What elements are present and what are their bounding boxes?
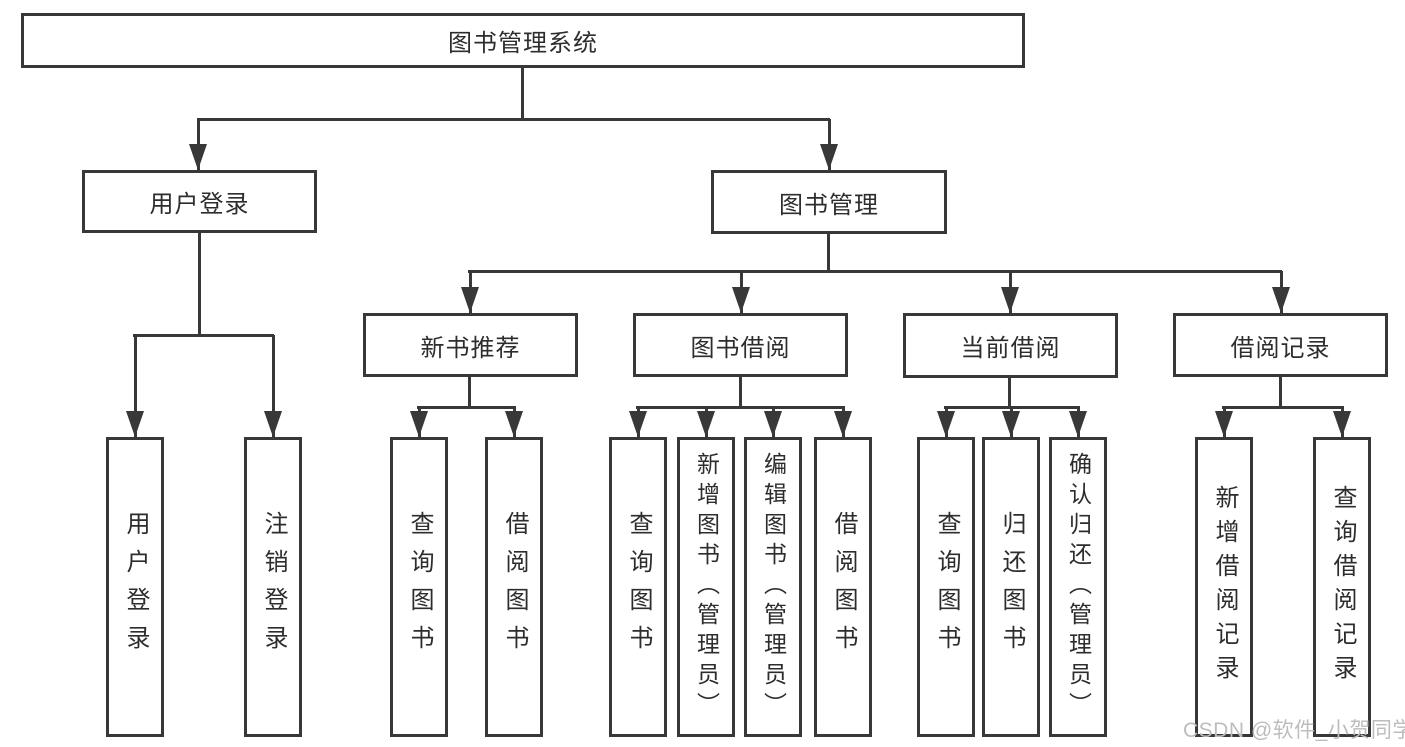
connector-to-leaf-logout: [272, 335, 275, 437]
connector-book-management-bus: [468, 270, 1282, 273]
leaf-edit-books-admin: 编辑图书（管理员）: [744, 437, 802, 737]
leaf-query-books-3-label: 查询图书: [933, 511, 960, 663]
leaf-add-borrow-record-label: 新增借阅记录: [1211, 485, 1238, 689]
connector-new-book-bus: [417, 406, 516, 409]
node-current-borrowing-label: 当前借阅: [960, 335, 1061, 362]
leaf-logout: 注销登录: [244, 437, 302, 737]
arrow-down-icon: [1215, 411, 1233, 437]
arrow-down-icon: [1002, 411, 1020, 437]
arrow-down-icon: [505, 411, 523, 437]
leaf-return-books-label: 归还图书: [998, 511, 1025, 663]
node-user-login: 用户登录: [82, 170, 317, 233]
leaf-return-books: 归还图书: [982, 437, 1040, 737]
arrow-down-icon: [461, 287, 479, 313]
arrow-down-icon: [834, 411, 852, 437]
leaf-confirm-return-admin: 确认归还（管理员）: [1049, 437, 1107, 737]
leaf-add-borrow-record: 新增借阅记录: [1195, 437, 1253, 737]
arrow-down-icon: [937, 411, 955, 437]
leaf-query-borrow-record-label: 查询借阅记录: [1329, 485, 1356, 689]
node-new-book-recommend: 新书推荐: [363, 313, 578, 377]
arrow-down-icon: [189, 144, 207, 170]
connector-user-login-bus: [133, 334, 274, 337]
leaf-query-books-2: 查询图书: [609, 437, 667, 737]
connector-root-bus: [197, 118, 830, 121]
leaf-borrow-books-2-label: 借阅图书: [830, 511, 857, 663]
node-root-label: 图书管理系统: [448, 30, 598, 57]
connector-to-leaf-user-login: [134, 335, 137, 437]
leaf-borrow-books-1: 借阅图书: [485, 437, 543, 737]
node-borrow-records: 借阅记录: [1173, 313, 1388, 377]
node-book-management: 图书管理: [711, 170, 947, 234]
node-book-borrowing: 图书借阅: [633, 313, 848, 377]
node-borrow-records-label: 借阅记录: [1230, 334, 1331, 362]
csdn-watermark: CSDN @软件_小贺同学: [1183, 719, 1405, 742]
node-book-management-label: 图书管理: [779, 191, 879, 219]
leaf-query-books-1-label: 查询图书: [406, 511, 433, 663]
connector-root-stem: [521, 68, 524, 121]
connector-book-management-stem: [827, 234, 830, 272]
arrow-down-icon: [820, 144, 838, 170]
connector-new-book-stem: [468, 377, 471, 408]
leaf-confirm-return-admin-label: 确认归还（管理员）: [1065, 452, 1092, 722]
arrow-down-icon: [1001, 287, 1019, 313]
leaf-user-login: 用户登录: [106, 437, 164, 737]
arrow-down-icon: [697, 411, 715, 437]
node-user-login-label: 用户登录: [149, 191, 250, 218]
leaf-borrow-books-2: 借阅图书: [814, 437, 872, 737]
node-current-borrowing: 当前借阅: [903, 313, 1118, 378]
leaf-add-books-admin: 新增图书（管理员）: [677, 437, 735, 737]
arrow-down-icon: [1069, 411, 1087, 437]
arrow-down-icon: [264, 411, 282, 437]
leaf-query-books-3: 查询图书: [917, 437, 975, 737]
leaf-borrow-books-1-label: 借阅图书: [501, 511, 528, 663]
connector-borrow-records-stem: [1279, 377, 1282, 408]
arrow-down-icon: [1272, 287, 1290, 313]
arrow-down-icon: [410, 411, 428, 437]
connector-user-login-stem: [198, 233, 201, 337]
leaf-edit-books-admin-label: 编辑图书（管理员）: [760, 452, 787, 722]
node-new-book-recommend-label: 新书推荐: [420, 334, 521, 362]
arrow-down-icon: [126, 411, 144, 437]
node-book-borrowing-label: 图书借阅: [690, 334, 791, 362]
arrow-down-icon: [732, 287, 750, 313]
leaf-user-login-label: 用户登录: [122, 511, 149, 663]
leaf-query-borrow-record: 查询借阅记录: [1313, 437, 1371, 737]
arrow-down-icon: [764, 411, 782, 437]
connector-current-borrowing-stem: [1008, 378, 1011, 408]
connector-borrow-records-bus: [1222, 406, 1344, 409]
arrow-down-icon: [629, 411, 647, 437]
leaf-add-books-admin-label: 新增图书（管理员）: [693, 452, 720, 722]
connector-book-borrowing-bus: [636, 406, 845, 409]
leaf-query-books-1: 查询图书: [390, 437, 448, 737]
leaf-query-books-2-label: 查询图书: [625, 511, 652, 663]
connector-book-borrowing-stem: [739, 377, 742, 408]
arrow-down-icon: [1333, 411, 1351, 437]
node-root: 图书管理系统: [21, 13, 1025, 68]
leaf-logout-label: 注销登录: [260, 511, 287, 663]
